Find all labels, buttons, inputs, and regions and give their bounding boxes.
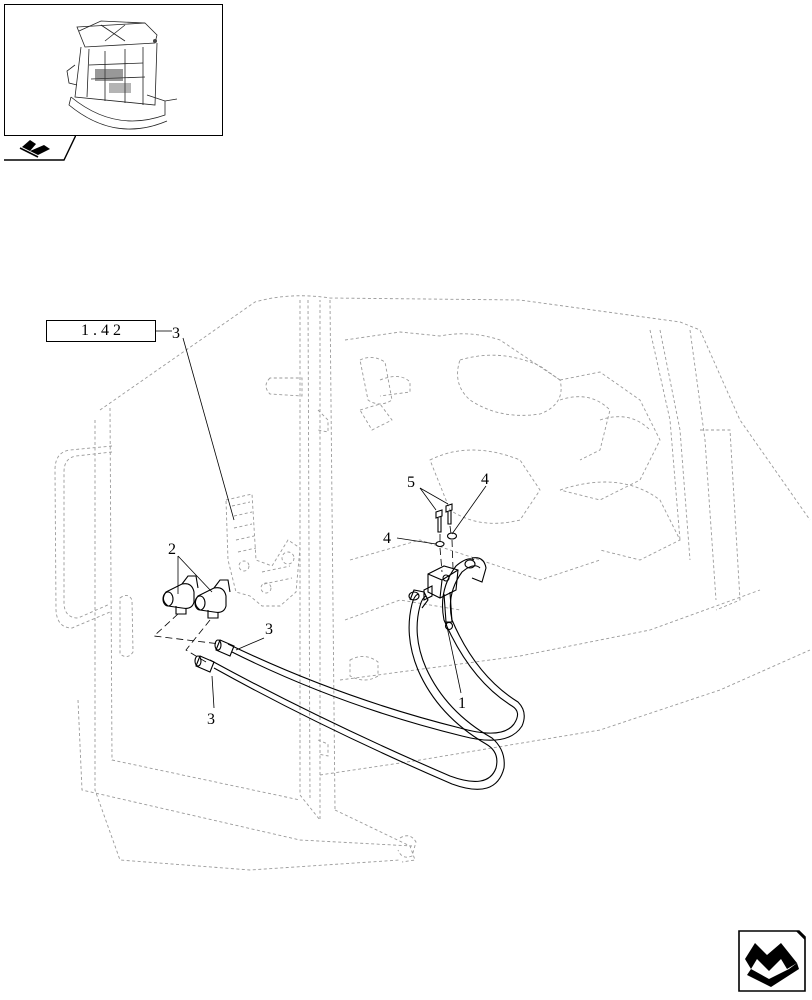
- hose-upper: [214, 557, 525, 741]
- bolt-axis-left: [439, 534, 443, 573]
- callout-2: 2: [168, 541, 176, 558]
- bolt-axis-right: [449, 525, 454, 569]
- book-page-icon: [4, 134, 78, 161]
- bolt-left: [435, 509, 443, 533]
- ghost-machine-outline: [54, 295, 811, 871]
- next-page-button[interactable]: [737, 929, 807, 994]
- callout-ref-3: 3: [172, 325, 180, 342]
- callout-3-upper: 3: [265, 621, 273, 638]
- reference-box[interactable]: 1 . 4 2: [46, 320, 156, 342]
- callout-1: 1: [458, 695, 466, 712]
- thumbnail-tab[interactable]: [4, 134, 78, 161]
- callout-4-right: 4: [481, 471, 489, 488]
- fitting-right: [194, 579, 231, 619]
- bolt-right: [445, 503, 453, 525]
- callout-4-left: 4: [383, 530, 391, 547]
- valve-block: [423, 565, 459, 631]
- machine-thumbnail: [4, 4, 223, 136]
- washer-right: [446, 532, 458, 540]
- assembly-line-2: [185, 619, 211, 663]
- fitting-left: [162, 575, 199, 615]
- callout-5: 5: [407, 474, 415, 491]
- cab-thumbnail-drawing: [66, 20, 178, 130]
- washer-left: [435, 540, 445, 548]
- callout-3-lower: 3: [207, 711, 215, 728]
- hose-lower: [194, 589, 505, 790]
- leader-lines: [156, 330, 487, 709]
- next-page-arrow-icon: [738, 930, 806, 992]
- control-valve: [225, 493, 301, 607]
